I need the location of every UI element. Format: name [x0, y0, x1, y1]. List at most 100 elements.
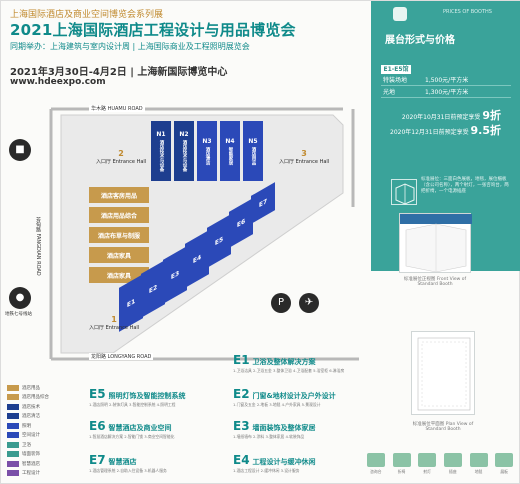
legend-swatch: [7, 384, 19, 391]
hall-n3[interactable]: N3 酒店清洁: [197, 121, 217, 181]
discount-line: 2020年10月31日前预定享受 9折: [402, 107, 501, 123]
hall-label: 酒店用品综合: [100, 212, 137, 220]
amenity-item: 咨询台: [365, 453, 387, 481]
amenity-item: 折椅: [391, 453, 413, 481]
hall-label: 酒店技术与设备: [159, 139, 164, 172]
legend-row: 空间设计: [7, 431, 85, 441]
road-north-label: 华木路 HUAMU ROAD: [89, 105, 145, 112]
legend-label: 酒店用品: [22, 385, 40, 391]
hall-w3[interactable]: 酒店布草与制服: [89, 227, 149, 243]
desc-title: 门窗&地材设计及户外设计: [252, 392, 336, 400]
entrance-label: 入口厅 Entrance Hall: [89, 325, 140, 331]
lamp-icon: [418, 453, 437, 467]
hall-label: 酒店用品: [251, 146, 256, 165]
desc-title: 卫浴及整体解决方案: [252, 358, 316, 366]
hall-label: 酒店家具: [106, 252, 131, 260]
price-value: 1,500元/平方米: [425, 77, 469, 84]
hall-code: E3: [170, 269, 180, 281]
plan-view-caption: 标准展位平面图 Plan View of Standard Booth: [412, 422, 474, 432]
hall-n4[interactable]: N4 智能家居: [220, 121, 240, 181]
hall-label: 酒店清洁: [205, 146, 210, 165]
hall-n1[interactable]: N1 酒店技术与设备: [151, 121, 171, 181]
entrance-label: 入口厅 Entrance Hall: [96, 159, 147, 165]
amenity-item: 插座: [442, 453, 464, 481]
legend-row: 智慧酒店: [7, 459, 85, 469]
desc-code: E4: [233, 453, 250, 467]
hall-label: 智能家居: [228, 146, 233, 165]
discount-line: 2020年12月31日前预定享受 9.5折: [390, 122, 501, 138]
discount-rate: 9.5折: [470, 124, 502, 137]
discount-rate: 9折: [482, 109, 501, 122]
legend-row: 照明: [7, 421, 85, 431]
metro-label: 地铁七号线站: [5, 312, 32, 317]
hall-n2[interactable]: N2 酒店技术与设备: [174, 121, 194, 181]
parking-icon: P: [271, 293, 291, 313]
hall-label: 酒店布草与制服: [97, 232, 140, 240]
entrance-number: 2: [118, 149, 124, 158]
booth-front-view: [399, 213, 472, 273]
desc-title: 智慧酒店: [108, 458, 137, 466]
legend-swatch: [7, 403, 19, 410]
entrance-label: 入口厅 Entrance Hall: [279, 159, 330, 165]
desc-code: E3: [233, 419, 250, 433]
hall-code: E4: [192, 253, 202, 265]
hall-code: N2: [179, 130, 189, 138]
price-value: 1,300元/平方米: [425, 89, 469, 96]
desc-text: 1.门窗及五金 2.地板 3.地毯 4.户外家具 5.景观设计: [233, 402, 321, 407]
hall-label: 酒店家具: [106, 272, 131, 280]
hall-code: E2: [148, 283, 158, 295]
entrance-3: 3 入口厅 Entrance Hall: [279, 149, 329, 165]
bus-icon: ■: [9, 139, 31, 161]
discount-text: 2020年12月31日前预定享受: [390, 129, 469, 136]
road-south-label: 龙阳路 LONGYANG ROAD: [89, 353, 154, 360]
series-title: 上海国际酒店及商业空间博览会系列展: [10, 10, 164, 20]
amenity-label: 射灯: [423, 469, 431, 474]
page-title: 2021上海国际酒店工程设计与用品博览会: [10, 21, 296, 39]
entrance-1: 1 入口厅 Entrance Hall: [89, 315, 139, 331]
hall-code: N1: [156, 130, 166, 138]
legend-swatch: [7, 413, 19, 420]
desc-title: 工程设计与缓冲休闲: [252, 458, 316, 466]
legend-swatch: [7, 394, 19, 401]
price-title: 展台形式与价格: [385, 35, 455, 46]
legend-row: 墙面装饰: [7, 450, 85, 460]
desc-code: E7: [89, 453, 106, 467]
desc-code: E6: [89, 419, 106, 433]
desc-title: 照明灯饰及智能控制系统: [108, 392, 186, 400]
legend-label: 酒店技术: [22, 404, 40, 410]
price-zone: E1-E5馆: [381, 65, 411, 74]
expo-logo-icon: [393, 7, 407, 21]
desc-text: 1.卫浴洁具 2.卫浴五金 3.整体卫浴 4.卫浴配套 5.浴室柜 6.淋浴房: [233, 368, 345, 373]
amenity-item: 地毯: [468, 453, 490, 481]
desc-text: 1.酒店工程设计 2.缓冲休闲 3.设计服务: [233, 468, 300, 473]
panel-icon: [495, 453, 514, 467]
hall-w2[interactable]: 酒店家具: [89, 247, 149, 263]
website-link[interactable]: www.hdeexpo.com: [10, 77, 106, 87]
socket-icon: [443, 453, 462, 467]
desc-code: E1: [233, 353, 250, 367]
amenity-label: 插座: [449, 469, 457, 474]
hall-w5[interactable]: 酒店客房用品: [89, 187, 149, 203]
discount-text: 2020年10月31日前预定享受: [401, 114, 481, 121]
amenity-item: 展板: [493, 453, 515, 481]
legend-label: 空间设计: [22, 433, 40, 439]
hall-label: 酒店技术与设备: [182, 139, 187, 172]
price-row: 光地 1,300元/平方米: [381, 87, 511, 98]
booth-plan-view: [411, 331, 475, 415]
hall-n5[interactable]: N5 酒店用品: [243, 121, 263, 181]
metro-icon: ●: [9, 287, 31, 309]
legend-swatch: [7, 470, 19, 477]
hall-w4[interactable]: 酒店用品综合: [89, 207, 149, 223]
legend-label: 酒店清洁: [22, 414, 40, 420]
